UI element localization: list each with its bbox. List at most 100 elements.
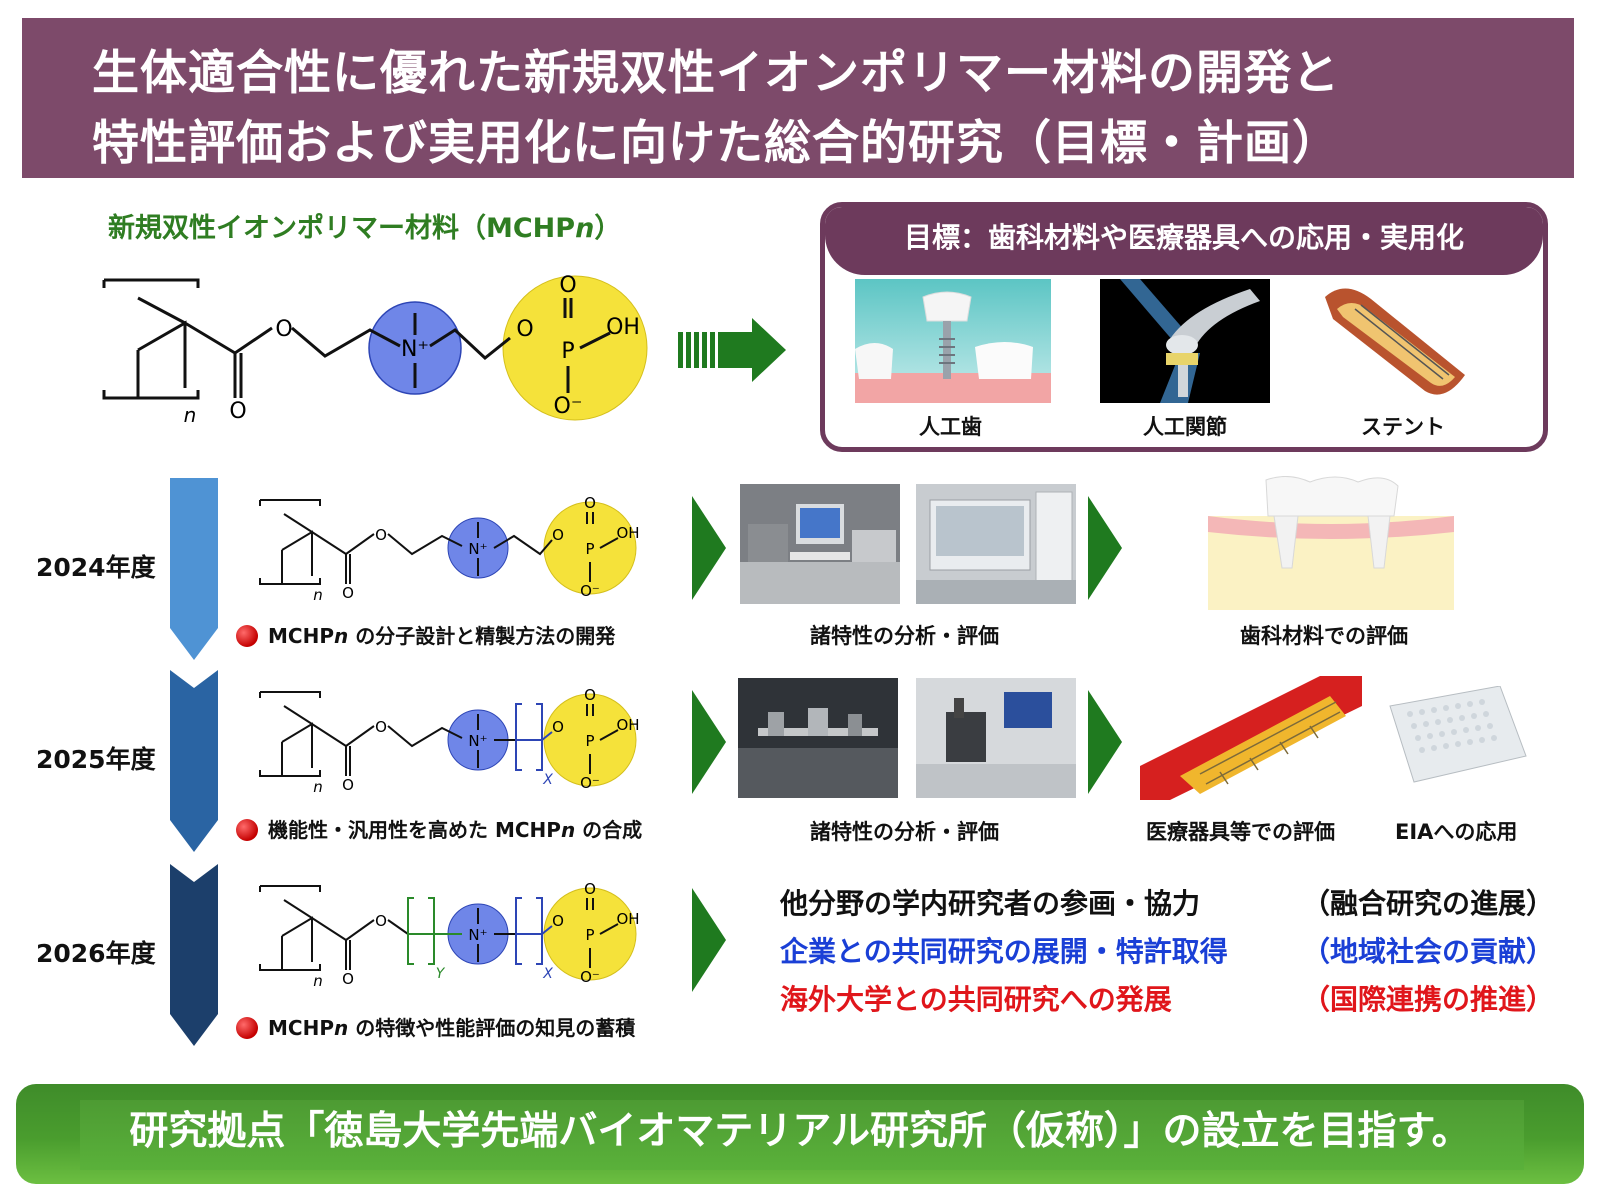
goal-panel: 目標：歯科材料や医療器具への応用・実用化 人工歯 人工関節 ステント [820, 202, 1548, 452]
title-line-1: 生体適合性に優れた新規双性イオンポリマー材料の開発と [92, 46, 1340, 101]
statement-collaboration: 他分野の学内研究者の参画・協力 [780, 887, 1201, 920]
oh-label: OH [616, 524, 639, 542]
bullet-dot-icon [236, 624, 258, 647]
n-label: n [313, 972, 323, 990]
carbonyl-oxygen-label: O [229, 399, 246, 424]
stent-image [1315, 279, 1475, 403]
oh-label: OH [616, 716, 639, 734]
oxide-label: O⁻ [554, 394, 583, 419]
note-n: n [560, 818, 576, 842]
title-banner: 生体適合性に優れた新規双性イオンポリマー材料の開発と 特性評価および実用化に向け… [22, 18, 1574, 178]
note-2024: MCHPn の分子設計と精製方法の開発 [236, 620, 615, 649]
ominus-label: O⁻ [580, 774, 600, 792]
nplus-label: N⁺ [468, 732, 487, 750]
year-arrow-2025 [170, 670, 218, 852]
o-label: O [584, 686, 596, 704]
year-label-2024: 2024年度 [36, 553, 156, 582]
material-title-n: n [575, 213, 595, 244]
material-title: 新規双性イオンポリマー材料（MCHPn） [108, 206, 621, 245]
po-oxygen-label: O [559, 273, 576, 298]
statement-industry: 企業との共同研究の展開・特許取得 [780, 935, 1228, 968]
hydroxyl-label: OH [606, 315, 640, 340]
note-text: の特徴や性能評価の知見の蓄積 [348, 1016, 636, 1040]
footer-text: 研究拠点「徳島大学先端バイオマテリアル研究所（仮称）」の設立を目指す。 [129, 1109, 1471, 1154]
o-label: O [375, 912, 387, 930]
eval-caption-2024: 諸特性の分析・評価 [810, 624, 999, 648]
year-label-2025: 2025年度 [36, 745, 156, 774]
chevron-right-icon [692, 888, 726, 992]
statement-international: 海外大学との共同研究への発展 [780, 983, 1172, 1016]
goal-item-label: 人工関節 [1143, 415, 1227, 439]
goal-item-label: 人工歯 [919, 415, 982, 439]
ester-oxygen-label: O [275, 317, 292, 342]
ominus-label: O⁻ [580, 582, 600, 600]
bullet-dot-icon [236, 1016, 258, 1039]
o-label: O [342, 776, 354, 794]
o-label: O [375, 718, 387, 736]
p-label: P [585, 926, 594, 944]
note-n: n [333, 1016, 349, 1040]
year-label-2026: 2026年度 [36, 939, 156, 968]
material-title-close: ） [594, 213, 622, 244]
vessel-stent-image [1140, 676, 1362, 800]
o-label: O [342, 584, 354, 602]
x-label: X [542, 966, 553, 982]
o-label: O [584, 494, 596, 512]
chevron-right-icon [1088, 496, 1122, 600]
ammonium-circle [368, 301, 462, 395]
year-arrow-2024 [170, 478, 218, 660]
o-label: O [552, 912, 564, 930]
o-label: O [552, 526, 564, 544]
note-2026: MCHPn の特徴や性能評価の知見の蓄積 [236, 1012, 635, 1041]
chevron-right-icon [692, 496, 726, 600]
o-label: O [342, 970, 354, 988]
note-text: MCHP [268, 624, 334, 648]
note-text: MCHP [268, 1016, 334, 1040]
note-n: n [333, 624, 349, 648]
microplate-image [1389, 686, 1527, 783]
o-label: O [584, 880, 596, 898]
nplus-label: N⁺ [468, 926, 487, 944]
material-title-text: 新規双性イオンポリマー材料（MCHP [108, 213, 576, 244]
footer-inner [80, 1100, 1524, 1170]
dental-bridge-image [1208, 476, 1454, 610]
note-text: の合成 [575, 818, 643, 842]
statement-collaboration-note: （融合研究の進展） [1302, 887, 1555, 920]
phosphate-circle [502, 275, 648, 421]
oh-label: OH [616, 910, 639, 928]
y-label: Y [436, 966, 446, 982]
phosphorus-label: P [561, 339, 574, 364]
title-line-2: 特性評価および実用化に向けた総合的研究（目標・計画） [92, 116, 1340, 171]
app-caption-2025-eia: EIAへの応用 [1395, 820, 1518, 844]
chevron-right-icon [1088, 690, 1122, 794]
dashed-arrow-icon [678, 318, 786, 382]
microscope-photo [916, 678, 1076, 798]
note-text: の分子設計と精製方法の開発 [348, 624, 616, 648]
phosphate-oxygen-label: O [516, 317, 533, 342]
note-2025: 機能性・汎用性を高めた MCHPn の合成 [236, 814, 642, 843]
statement-international-note: （国際連携の推進） [1302, 983, 1555, 1016]
artificial-tooth-image [855, 279, 1051, 403]
p-label: P [585, 540, 594, 558]
bullet-dot-icon [236, 818, 258, 841]
x-label: X [542, 772, 553, 788]
chevron-right-icon [692, 690, 726, 794]
n-label: n [313, 778, 323, 796]
nitrogen-label: N⁺ [401, 337, 429, 362]
repeat-n-label: n [184, 403, 197, 427]
nplus-label: N⁺ [468, 540, 487, 558]
lab-instrument-photo [740, 484, 900, 604]
app-caption-2025-medical: 医療器具等での評価 [1146, 820, 1335, 844]
goal-heading: 目標：歯科材料や医療器具への応用・実用化 [825, 207, 1543, 275]
year-arrow-2026 [170, 864, 218, 1046]
app-caption-2024: 歯科材料での評価 [1240, 624, 1408, 648]
artificial-joint-image [1100, 279, 1270, 403]
lab-fume-hood-photo [916, 484, 1076, 604]
structure-2024: O O n N⁺ O P O OH O⁻ [259, 494, 640, 604]
note-text: 機能性・汎用性を高めた MCHP [268, 818, 561, 842]
p-label: P [585, 732, 594, 750]
goal-item-label: ステント [1361, 415, 1445, 439]
o-label: O [375, 526, 387, 544]
o-label: O [552, 718, 564, 736]
n-label: n [313, 586, 323, 604]
